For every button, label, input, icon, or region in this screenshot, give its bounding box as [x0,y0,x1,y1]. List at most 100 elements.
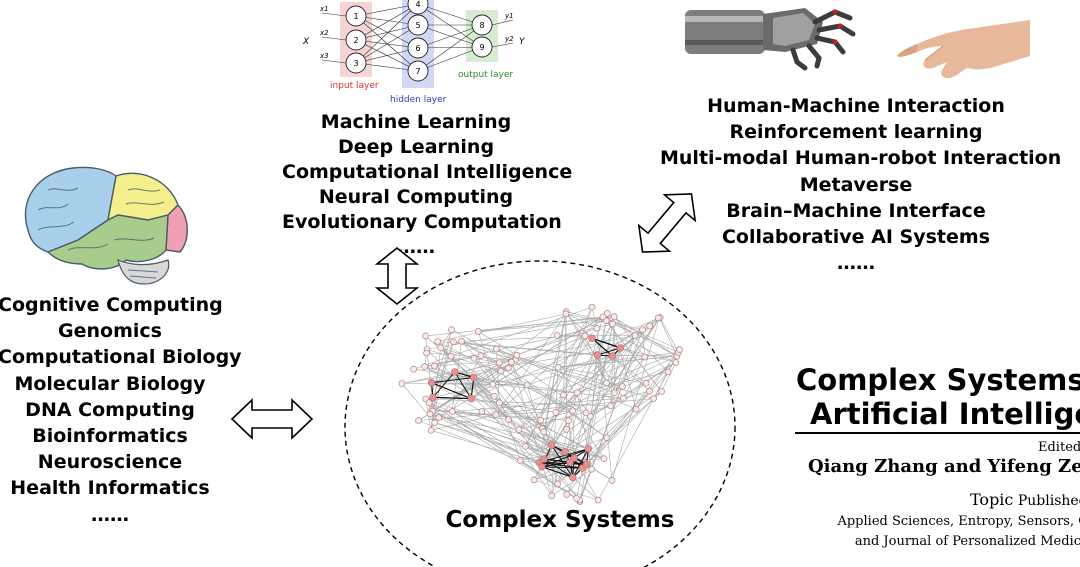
output-node-8 [471,14,493,36]
network-edge [431,382,528,386]
human-hand-icon [897,20,1030,79]
network-edge [568,420,575,458]
network-node [437,344,444,352]
editors-names: Qiang Zhang and Yifeng Zer [808,456,1080,477]
network-node [458,337,465,345]
dashed-ellipse [344,260,736,567]
list-item: DNA Computing [25,398,195,421]
network-node [608,477,616,484]
network-edge [602,316,662,392]
network-node [451,368,459,376]
network-node [447,352,455,360]
network-connections [321,3,514,72]
network-node [594,496,602,504]
network-edge [432,396,472,400]
book-title-line-2: Artificial Intelligenc [810,397,1080,431]
network-edge [434,422,545,460]
network-edge [525,317,660,447]
network-edge [659,317,678,357]
network-node [448,408,456,415]
list-item: …… [397,236,435,258]
network-node [563,426,570,433]
node-label: 8 [479,21,484,30]
hidden-node-6 [407,37,429,59]
network-edge [573,457,599,501]
network-edge [493,396,558,485]
network-node [603,379,610,387]
network-edge [543,412,557,432]
network-edge [430,430,540,463]
network-edge [534,464,587,481]
network-node [600,455,608,462]
network-node [654,314,662,322]
network-node [410,365,417,373]
network-node [599,313,607,321]
network-edge [424,323,613,367]
network-edge [582,320,607,469]
network-edge [555,355,678,413]
network-node [566,458,574,467]
network-node [431,362,438,370]
network-node [523,381,531,389]
network-edge [478,320,607,332]
network-node [505,416,512,423]
list-item: Machine Learning [320,111,512,133]
network-node [609,320,616,328]
list-item: Bioinformatics [32,424,188,447]
network-edge [659,317,679,353]
network-edge [541,466,583,469]
network-node [537,416,544,424]
list-item: Human-Machine Interaction [707,95,1005,117]
network-edge [577,352,679,393]
network-node [496,399,503,407]
topic-word: Topic [970,490,1014,509]
network-node [423,349,430,357]
node-label: 2 [353,36,358,45]
network-node [493,345,500,353]
network-node [561,448,569,456]
network-edge [471,398,556,413]
network-node [588,465,595,473]
network-node [421,363,428,370]
network-edge [425,398,605,459]
network-node [470,373,478,382]
network-edge [577,371,669,393]
network-edge [586,371,669,465]
list-item: Health Informatics [10,477,210,500]
node-label: 5 [415,21,420,30]
input-var: x1 [319,5,329,13]
network-edge [461,340,623,387]
network-node [492,411,500,418]
network-node [619,383,626,390]
y-label: Y [519,37,525,47]
network-node [646,387,653,395]
network-edge [597,355,607,383]
network-edge [610,316,615,406]
book-title-line-1: Complex Systems a [796,363,1080,397]
network-edge [557,352,679,368]
network-edge [520,362,676,461]
network-edge [582,391,662,469]
network-node [426,410,434,418]
network-edge [527,384,591,417]
brain-illustration-icon [24,166,188,285]
network-edge [563,311,567,396]
x-label: X [302,37,310,47]
network-node [593,324,601,332]
network-edge [434,365,605,459]
node-label: 6 [415,44,420,53]
network-edge [424,366,493,385]
network-node [434,338,441,345]
network-edge [551,444,587,465]
output-node-9 [471,36,493,58]
network-edge [543,392,578,432]
network-edge [590,397,624,417]
network-edge [591,337,613,357]
book-title: Complex Systems a Artificial Intelligenc [796,363,1080,431]
network-edge [551,392,578,446]
network-node [646,322,654,330]
robot-human-hands-image [685,8,1030,79]
double-arrow-diagonal-icon [637,193,697,253]
network-edge [451,329,512,363]
network-node [603,310,611,317]
